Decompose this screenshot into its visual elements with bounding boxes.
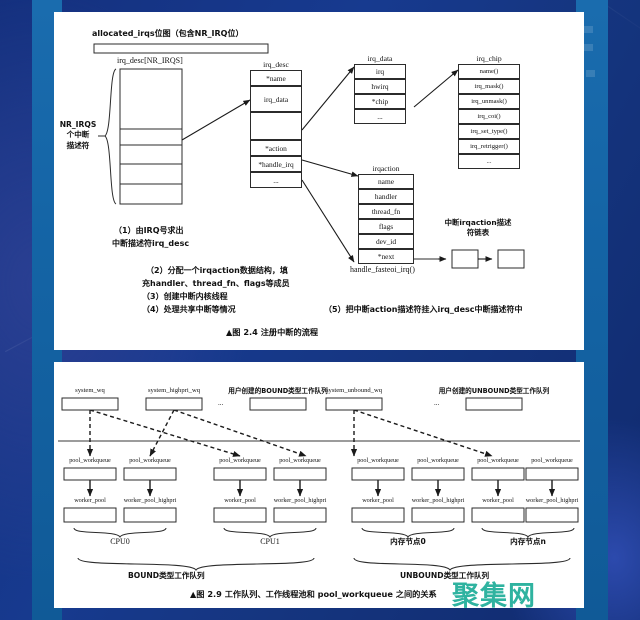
handle-fasteoi-irq-label: handle_fasteoi_irq() xyxy=(350,265,415,274)
field-irqaction-next: *next xyxy=(358,249,414,264)
field-irq-desc-name: *name xyxy=(250,70,302,86)
pool-workqueue-label: pool_workqueue xyxy=(531,457,573,464)
bottom-group-label-unbound: UNBOUND类型工作队列 xyxy=(400,571,490,580)
band-dot xyxy=(584,44,593,51)
field-irq-chip-irq-mask: irq_mask() xyxy=(458,79,520,94)
field-irq-data-ellipsis: ... xyxy=(354,109,406,124)
pool-workqueue-label: pool_workqueue xyxy=(477,457,519,464)
field-irq-chip-irq-set-type: irq_set_type() xyxy=(458,124,520,139)
worker-pool-label: worker_pool xyxy=(362,497,394,504)
pool-workqueue-label: pool_workqueue xyxy=(357,457,399,464)
figure-1-canvas xyxy=(93,43,525,269)
field-irqaction-thread-fn: thread_fn xyxy=(358,204,414,219)
irqaction-chain-line-2: 符链表 xyxy=(466,228,490,238)
pool-workqueue-label: pool_workqueue xyxy=(129,457,171,464)
struct-title-irq-data: irq_data xyxy=(367,54,393,63)
field-irq-desc-handle-irq: *handle_irq xyxy=(250,156,302,172)
band-dot xyxy=(586,70,595,77)
worker-pool-label: worker_pool_highpri xyxy=(411,497,465,504)
struct-title-irqaction: irqaction xyxy=(372,164,400,173)
field-irq-chip-ellipsis: ... xyxy=(458,154,520,169)
field-irq-desc-irq-data: irq_data xyxy=(250,86,302,112)
bottom-group-label-bound: BOUND类型工作队列 xyxy=(128,571,205,580)
workqueue-label-user-unbound: 用户创建的UNBOUND类型工作队列 xyxy=(438,387,550,395)
group-label-cpu0: CPU0 xyxy=(110,537,130,546)
field-irq-data-chip: *chip xyxy=(354,94,406,109)
group-label-cpu1: CPU1 xyxy=(260,537,280,546)
field-irq-data-hwirq: hwirq xyxy=(354,79,406,94)
step-4: （4）处理共享中断等情况 xyxy=(142,305,236,314)
worker-pool-label: worker_pool_highpri xyxy=(123,497,177,504)
workqueue-label-system-highpri-wq: system_highpri_wq xyxy=(147,387,201,394)
allocated-irqs-bitmap-label: allocated_irqs位图（包含NR_IRQ位） xyxy=(92,29,244,38)
field-irqaction-handler: handler xyxy=(358,189,414,204)
field-irq-chip-irq-coi: irq_coi() xyxy=(458,109,520,124)
field-irqaction-flags: flags xyxy=(358,219,414,234)
worker-pool-label: worker_pool xyxy=(482,497,514,504)
figure-2-canvas xyxy=(58,397,580,572)
field-irq-chip-irq-unmask: irq_unmask() xyxy=(458,94,520,109)
irqaction-chain-label: 中断irqaction描述 符链表 xyxy=(430,218,526,239)
watermark: 聚集网 xyxy=(452,581,536,608)
nr-irqs-line-1: NR_IRQS xyxy=(59,120,97,129)
figure-2-caption: ▲图 2.9 工作队列、工作线程池和 pool_workqueue 之间的关系 xyxy=(190,589,437,599)
irq-desc-array-label: irq_desc[NR_IRQS] xyxy=(117,56,183,65)
field-irq-chip-name: name() xyxy=(458,64,520,79)
pool-workqueue-label: pool_workqueue xyxy=(417,457,459,464)
figure-1-sheet: allocated_irqs位图（包含NR_IRQ位） irq_desc[NR_… xyxy=(54,12,584,350)
pool-workqueue-label: pool_workqueue xyxy=(69,457,111,464)
worker-pool-label: worker_pool xyxy=(224,497,256,504)
worker-pool-label: worker_pool_highpri xyxy=(525,497,579,504)
field-irq-desc-spacer xyxy=(250,112,302,140)
workqueue-label-system-unbound-wq: system_unbound_wq xyxy=(325,387,383,394)
nr-irqs-line-3: 描述符 xyxy=(66,140,90,150)
step-2-line-1: （2）分配一个irqaction数据结构，填 xyxy=(146,266,288,275)
struct-title-irq-desc: irq_desc xyxy=(263,60,289,69)
nr-irqs-line-2: 个中断 xyxy=(66,130,90,140)
pool-workqueue-label: pool_workqueue xyxy=(219,457,261,464)
field-irq-data-irq: irq xyxy=(354,64,406,79)
nr-irqs-brace-label: NR_IRQS 个中断 描述符 xyxy=(56,120,100,151)
worker-pool-label: worker_pool xyxy=(74,497,106,504)
struct-title-irq-chip: irq_chip xyxy=(476,54,502,63)
figure-1-caption: ▲图 2.4 注册中断的流程 xyxy=(226,327,319,337)
field-irq-chip-irq-retrigger: irq_retrigger() xyxy=(458,139,520,154)
workqueue-ellipsis-unbound: ... xyxy=(434,399,440,407)
band-dot xyxy=(584,26,593,33)
workqueue-ellipsis-bound: ... xyxy=(218,399,224,407)
field-irq-desc-ellipsis: ... xyxy=(250,172,302,188)
field-irqaction-dev-id: dev_id xyxy=(358,234,414,249)
worker-pool-label: worker_pool_highpri xyxy=(273,497,327,504)
figure-2-sheet: system_wq system_highpri_wq 用户创建的BOUND类型… xyxy=(54,362,584,608)
step-2-line-2: 充handler、thread_fn、flags等成员 xyxy=(142,279,290,288)
workqueue-label-system-wq: system_wq xyxy=(75,387,105,394)
field-irqaction-name: name xyxy=(358,174,414,189)
group-label-memory-node-n: 内存节点n xyxy=(510,537,546,546)
step-5: （5）把中断action描述符挂入irq_desc中断描述符中 xyxy=(324,305,523,314)
field-irq-desc-action: *action xyxy=(250,140,302,156)
pool-workqueue-label: pool_workqueue xyxy=(279,457,321,464)
irqaction-chain-line-1: 中断irqaction描述 xyxy=(444,218,512,227)
step-1-line-1: （1）由IRQ号求出 xyxy=(114,226,184,235)
step-3: （3）创建中断内核线程 xyxy=(142,292,228,301)
workqueue-label-user-bound: 用户创建的BOUND类型工作队列 xyxy=(228,387,328,395)
step-1-line-2: 中断描述符irq_desc xyxy=(112,239,190,248)
group-label-memory-node-0: 内存节点0 xyxy=(390,537,426,546)
